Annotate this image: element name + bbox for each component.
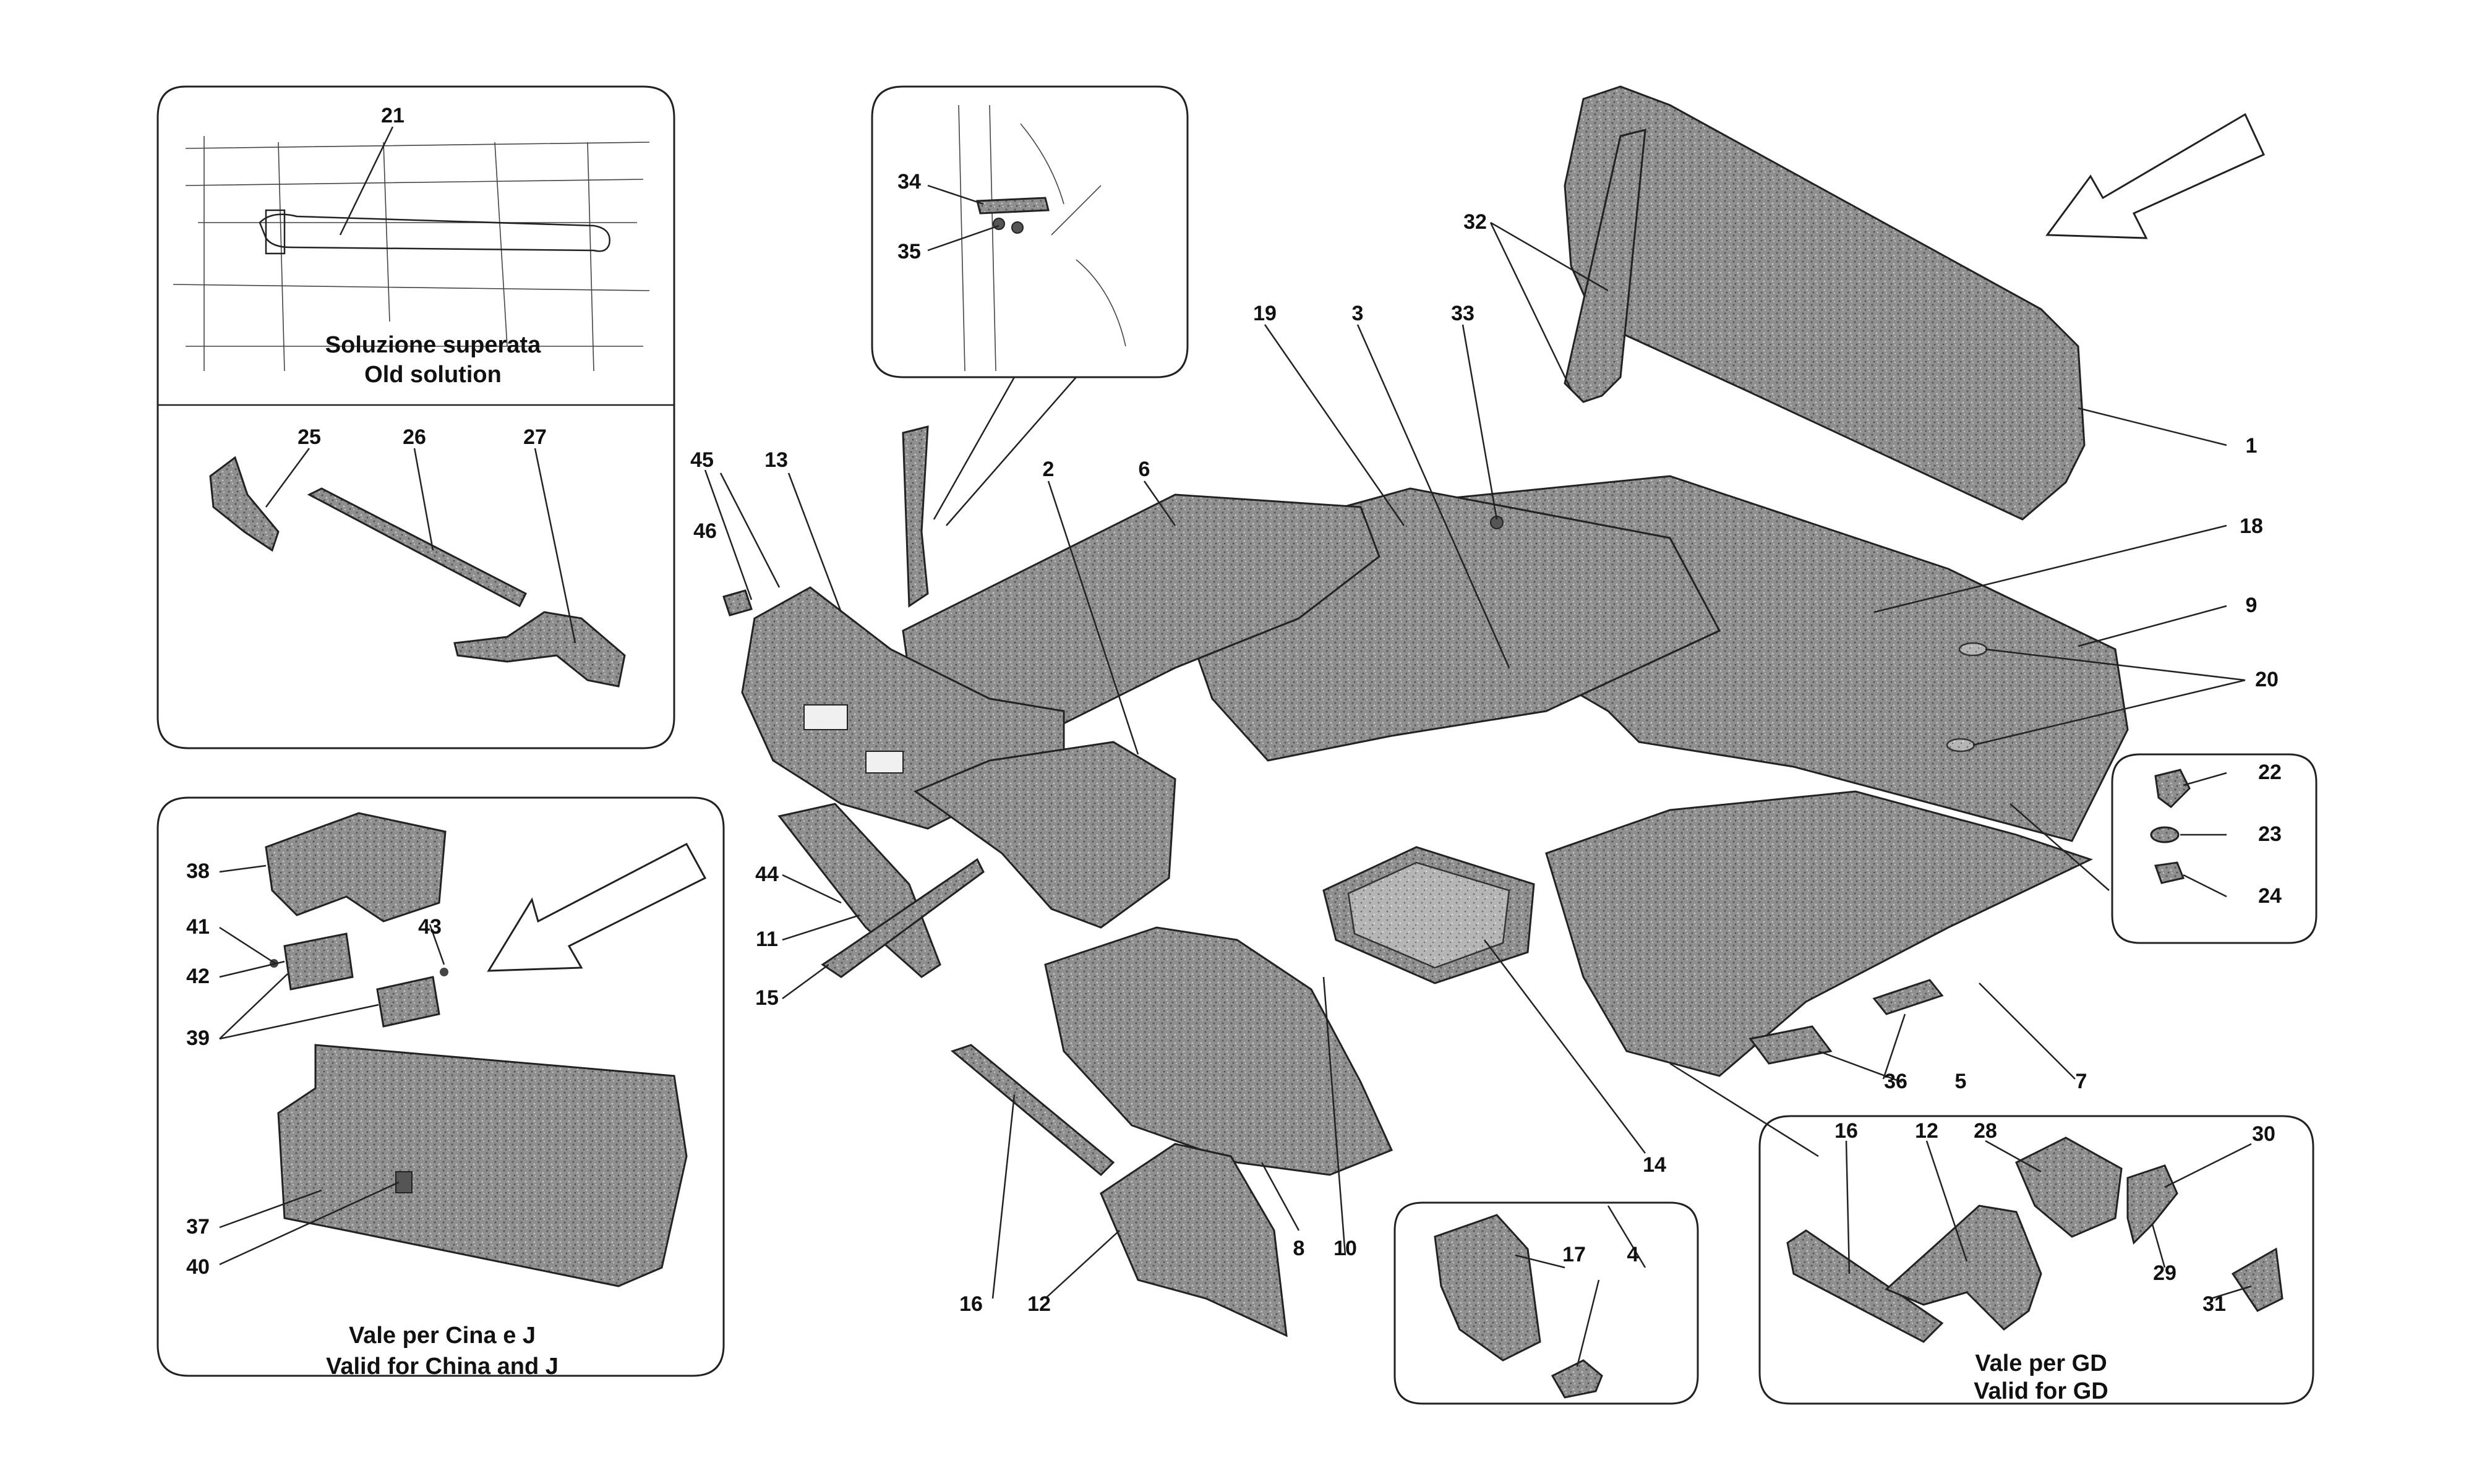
old-solution-sketch bbox=[173, 136, 650, 372]
callout-28: 28 bbox=[1974, 1119, 1997, 1143]
callout-39: 39 bbox=[186, 1026, 210, 1050]
callout-35: 35 bbox=[897, 240, 921, 263]
callout-8: 8 bbox=[1293, 1237, 1305, 1260]
callout-29: 29 bbox=[2153, 1261, 2177, 1285]
part-16-side-trim bbox=[950, 1044, 1115, 1177]
callout-37: 37 bbox=[186, 1215, 210, 1239]
inset-fasteners bbox=[2111, 753, 2318, 944]
part-32-strap bbox=[1564, 129, 1646, 403]
callout-24: 24 bbox=[2258, 884, 2282, 908]
callout-4: 4 bbox=[1627, 1243, 1639, 1266]
part-24-nut bbox=[2154, 861, 2185, 884]
callout-16: 16 bbox=[959, 1292, 983, 1316]
part-12-bracket bbox=[1100, 1143, 1288, 1337]
inset-hinge-detail bbox=[871, 85, 1189, 378]
part-20-washer-b bbox=[1946, 738, 1975, 753]
old-solution-caption-en: Old solution bbox=[364, 362, 502, 388]
direction-arrow-main bbox=[2045, 113, 2265, 239]
callout-20: 20 bbox=[2255, 668, 2279, 691]
part-17-panel bbox=[1434, 1214, 1541, 1362]
callout-22: 22 bbox=[2258, 761, 2282, 784]
callout-1: 1 bbox=[2246, 434, 2258, 458]
callout-45: 45 bbox=[690, 448, 714, 472]
gd-caption-it: Vale per GD bbox=[1975, 1350, 2107, 1376]
callout-33: 33 bbox=[1451, 302, 1475, 325]
pillar-trim bbox=[902, 425, 929, 608]
callout-5: 5 bbox=[1955, 1070, 1967, 1093]
part-38-box bbox=[265, 812, 447, 923]
part-16-gd-panel bbox=[1786, 1229, 1944, 1343]
callout-9: 9 bbox=[2246, 594, 2258, 617]
part-5-trim bbox=[1872, 979, 1944, 1015]
callout-7: 7 bbox=[2076, 1070, 2087, 1093]
part-31-bracket bbox=[2231, 1247, 2284, 1312]
gd-caption-en: Valid for GD bbox=[1974, 1378, 2108, 1404]
part-46-clip bbox=[722, 589, 753, 616]
callout-16-gd: 16 bbox=[1834, 1119, 1858, 1143]
callout-25: 25 bbox=[297, 425, 321, 449]
inset-china-j: Vale per Cina e J Valid for China and J bbox=[156, 796, 725, 1380]
callout-17: 17 bbox=[1562, 1243, 1586, 1266]
part-25-bracket bbox=[209, 456, 280, 552]
callout-31: 31 bbox=[2202, 1292, 2226, 1316]
part-8-front-carpet bbox=[1044, 926, 1393, 1176]
part-20-washer-a bbox=[1958, 642, 1988, 657]
part-26-strip bbox=[307, 487, 528, 608]
part-7-right-floor bbox=[1545, 790, 2093, 1077]
callout-27: 27 bbox=[523, 425, 547, 449]
callout-11: 11 bbox=[756, 927, 778, 951]
callout-10: 10 bbox=[1333, 1237, 1357, 1260]
callout-38: 38 bbox=[186, 859, 210, 883]
callout-3: 3 bbox=[1352, 302, 1364, 325]
callout-44: 44 bbox=[755, 863, 779, 886]
inset-old-solution: Soluzione superata Old solution bbox=[156, 85, 675, 749]
part-15-rod bbox=[821, 858, 985, 978]
inset-lower-detail bbox=[1393, 1201, 1699, 1405]
callout-21: 21 bbox=[381, 104, 404, 127]
part-23-washer bbox=[2150, 826, 2180, 843]
callout-13: 13 bbox=[764, 448, 788, 472]
callout-32: 32 bbox=[1463, 210, 1487, 234]
callout-23: 23 bbox=[2258, 822, 2282, 846]
part-39-panel-a bbox=[283, 932, 354, 991]
china-j-caption-en: Valid for China and J bbox=[326, 1354, 559, 1380]
old-solution-caption-it: Soluzione superata bbox=[325, 332, 541, 358]
direction-arrow-inset bbox=[487, 842, 707, 972]
callout-18: 18 bbox=[2240, 514, 2263, 538]
part-37-trunk-liner bbox=[277, 1044, 688, 1287]
callout-42: 42 bbox=[186, 965, 210, 988]
callout-19: 19 bbox=[1253, 302, 1277, 325]
callout-12-gd: 12 bbox=[1915, 1119, 1938, 1143]
callout-34: 34 bbox=[897, 170, 921, 194]
part-27-cover bbox=[453, 611, 626, 688]
china-j-caption-it: Vale per Cina e J bbox=[349, 1323, 536, 1349]
callout-numbers: 21 25 26 27 34 35 32 19 3 33 1 18 9 20 2… bbox=[186, 104, 2282, 1316]
callout-6: 6 bbox=[1139, 458, 1150, 481]
main-assembly bbox=[722, 85, 2265, 1337]
callout-12: 12 bbox=[1027, 1292, 1051, 1316]
callout-26: 26 bbox=[403, 425, 426, 449]
callout-36: 36 bbox=[1884, 1070, 1907, 1093]
callout-30: 30 bbox=[2252, 1122, 2275, 1146]
callout-14: 14 bbox=[1643, 1153, 1666, 1177]
callout-46: 46 bbox=[693, 519, 717, 543]
callout-41: 41 bbox=[186, 915, 210, 939]
part-22-clip bbox=[2154, 769, 2191, 808]
part-36-pad bbox=[1748, 1025, 1833, 1065]
part-34-plate bbox=[976, 197, 1050, 215]
part-12-gd-bracket bbox=[1885, 1205, 2042, 1331]
callout-43: 43 bbox=[418, 915, 442, 939]
inset-gd: Vale per GD Valid for GD bbox=[1758, 1115, 2314, 1405]
part-2-tunnel-liner bbox=[913, 741, 1176, 929]
callout-15: 15 bbox=[755, 986, 779, 1010]
part-28-bracket bbox=[2015, 1136, 2123, 1238]
callout-2: 2 bbox=[1043, 458, 1055, 481]
leader-lines bbox=[219, 126, 2252, 1367]
part-39-panel-b bbox=[376, 976, 440, 1028]
part-1-rear-panel bbox=[1564, 85, 2086, 521]
callout-40: 40 bbox=[186, 1255, 210, 1279]
